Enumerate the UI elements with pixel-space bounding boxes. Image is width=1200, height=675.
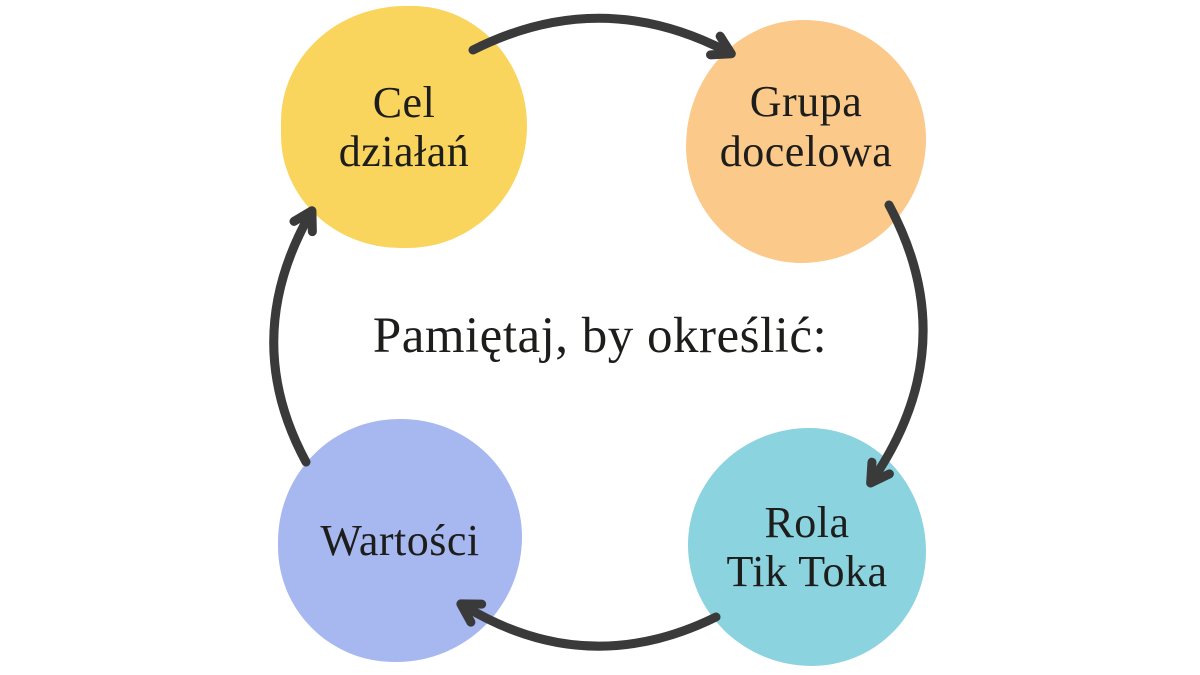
node-wartosci: Wartości (278, 419, 522, 662)
node-rola-tiktoka-label: Rola Tik Toka (726, 497, 888, 596)
node-grupa-docelowa: Grupa docelowa (686, 20, 926, 263)
center-text: Pamiętaj, by określić: (372, 308, 828, 364)
arrow-cel-to-grupa (468, 13, 736, 60)
arrow-wartosci-to-cel (269, 206, 317, 467)
arrow-grupa-to-rola (866, 200, 928, 488)
node-cel-dzialan: Cel działań (281, 6, 527, 248)
node-cel-dzialan-label: Cel działań (338, 77, 470, 176)
arrow-rola-to-wartosci (456, 599, 721, 651)
node-rola-tiktoka: Rola Tik Toka (688, 428, 926, 666)
node-wartosci-label: Wartości (320, 515, 480, 565)
node-grupa-docelowa-label: Grupa docelowa (719, 77, 893, 176)
